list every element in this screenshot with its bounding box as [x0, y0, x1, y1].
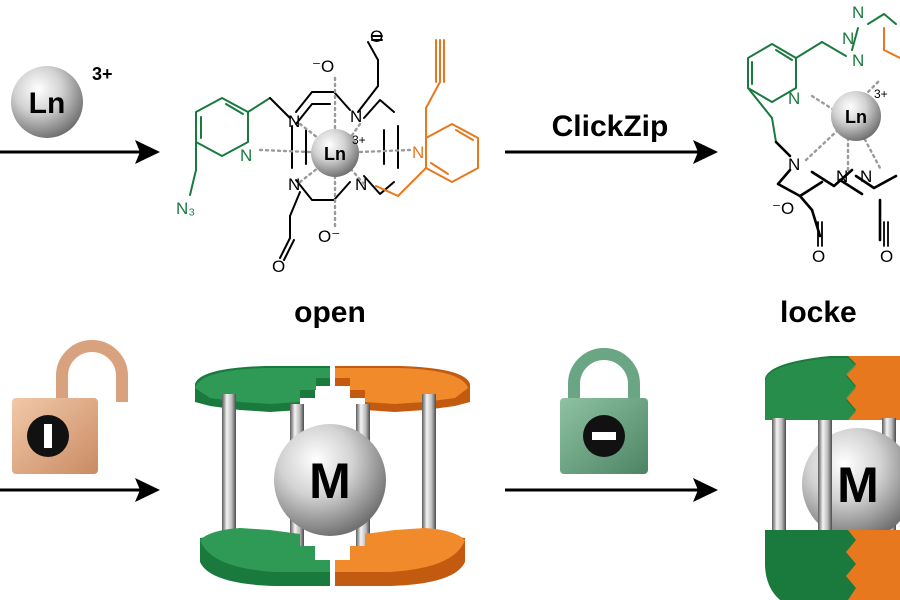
locked-green-pyridine: [747, 41, 847, 143]
locked-ln-label: Ln: [845, 107, 867, 127]
locked-carboxylate: ⁻O: [772, 199, 794, 218]
state-locked-label: locke: [780, 296, 857, 329]
open-ln-sphere: [311, 129, 359, 177]
ln-ion: Ln 3+: [11, 64, 113, 138]
open-padlock-icon: [12, 340, 128, 474]
ring-n-1: N: [288, 112, 300, 131]
triazole-n-2: N: [842, 29, 854, 48]
locked-cyclen: [774, 140, 898, 242]
locked-pyridine-n: N: [788, 89, 800, 108]
ln-sphere: [11, 66, 83, 138]
closed-padlock-icon: [560, 348, 648, 474]
green-pyridine: [189, 97, 271, 196]
azide-label: N₃: [176, 199, 195, 218]
locked-cage-metal-label: M: [837, 457, 879, 513]
open-cage-cartoon: M: [195, 366, 470, 586]
ring-n-3: N: [288, 175, 300, 194]
carboxylate-bottom: O⁻: [318, 227, 340, 246]
open-ln-label: Ln: [324, 144, 346, 164]
open-cage-metal-label: M: [309, 453, 351, 509]
triazole-n-1: N: [852, 3, 864, 22]
arrow-top-left: [0, 140, 160, 164]
ring-n-4: N: [355, 175, 367, 194]
locked-carbonyl-o-1: O: [812, 247, 825, 266]
triazole-n-3: N: [852, 51, 864, 70]
arrow-top-right: [505, 140, 718, 164]
orange-pyridine-n: N: [412, 143, 424, 162]
ln-charge: 3+: [92, 64, 113, 84]
arrow-bottom-right: [505, 478, 718, 502]
locked-ln-sphere: [831, 91, 881, 141]
cyclen-ring: [269, 35, 399, 261]
locked-ring-n-3: N: [860, 167, 872, 186]
ring-n-2: N: [350, 107, 362, 126]
locked-cage-cartoon: M: [765, 356, 900, 600]
carboxylate-top: ⁻O: [312, 57, 334, 76]
open-cage-metal: [274, 424, 386, 536]
green-pyridine-n: N: [240, 146, 252, 165]
carbonyl-o-bottom: O: [272, 257, 285, 276]
coordination-bonds: [258, 76, 412, 228]
orange-pyridine: [375, 39, 479, 197]
open-ln-charge: 3+: [352, 133, 366, 147]
arrow-bottom-left: [0, 478, 160, 502]
state-open-label: open: [294, 296, 366, 329]
locked-complex-structure: N N N N N N N ⁻: [747, 3, 900, 266]
locked-carbonyl-o-2: O: [880, 247, 893, 266]
triazole: [851, 13, 897, 51]
locked-ring-n-1: N: [788, 155, 800, 174]
clickzip-label: ClickZip: [552, 110, 669, 143]
locked-ring-n-2: N: [836, 167, 848, 186]
ln-label: Ln: [29, 87, 66, 120]
open-complex-structure: N N₃ ⁻O O O⁻ O N N: [176, 27, 479, 276]
locked-ln-charge: 3+: [874, 87, 888, 101]
carbonyl-o-top: O: [370, 27, 383, 46]
